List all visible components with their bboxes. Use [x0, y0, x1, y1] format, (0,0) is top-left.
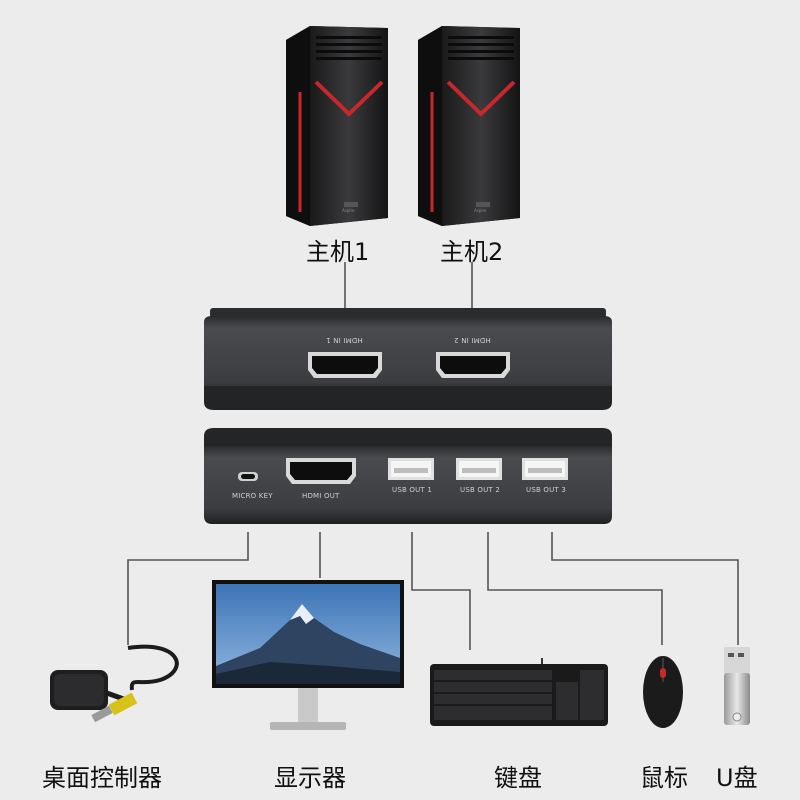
mouse-icon	[643, 656, 683, 728]
hdmi-port-icon	[308, 352, 382, 378]
monitor	[210, 578, 406, 736]
kvm-switch-output-side: MICRO KEY HDMI OUT USB OUT 1 USB OUT 2 U…	[200, 424, 614, 532]
monitor-icon	[212, 580, 404, 730]
host-badge: Aspire	[342, 208, 355, 213]
usb-port-icon	[522, 458, 568, 480]
host-badge: Aspire	[474, 208, 487, 213]
usb-out-1-label: USB OUT 1	[392, 486, 432, 494]
usb-out-3-label: USB OUT 3	[526, 486, 566, 494]
usb-port-icon	[456, 458, 502, 480]
host-1-label: 主机1	[306, 238, 370, 266]
host-2-label: 主机2	[440, 238, 504, 266]
hdmi-in-1-label: HDMI IN 1	[326, 336, 363, 344]
pc-tower-icon	[418, 26, 520, 226]
mouse-label: 鼠标	[640, 764, 688, 792]
host-1-pc: Aspire	[276, 22, 392, 228]
desktop-controller	[40, 640, 190, 730]
pc-tower-icon	[286, 26, 388, 226]
usb-drive-label: U盘	[716, 764, 758, 792]
hdmi-in-2-label: HDMI IN 2	[454, 336, 491, 344]
keyboard-icon	[430, 658, 608, 726]
micro-key-label: MICRO KEY	[232, 492, 273, 500]
keyboard	[428, 656, 610, 730]
micro-usb-port-icon	[238, 472, 258, 481]
hdmi-out-label: HDMI OUT	[302, 492, 340, 500]
usb-port-icon	[388, 458, 434, 480]
switch-body-shape	[204, 428, 612, 524]
switch-body-shape	[204, 308, 612, 410]
usb-drive-icon	[724, 647, 750, 725]
desktop-controller-label: 桌面控制器	[42, 764, 162, 792]
monitor-label: 显示器	[274, 764, 346, 792]
desktop-controller-icon	[50, 644, 179, 723]
usb-out-2-label: USB OUT 2	[460, 486, 500, 494]
kvm-switch-input-side: HDMI IN 1 HDMI IN 2	[200, 306, 614, 416]
mouse	[640, 652, 686, 730]
host-2-pc: Aspire	[408, 22, 524, 228]
hdmi-port-icon	[286, 458, 356, 484]
hdmi-port-icon	[436, 352, 510, 378]
usb-drive	[718, 645, 758, 735]
keyboard-label: 键盘	[494, 764, 542, 792]
